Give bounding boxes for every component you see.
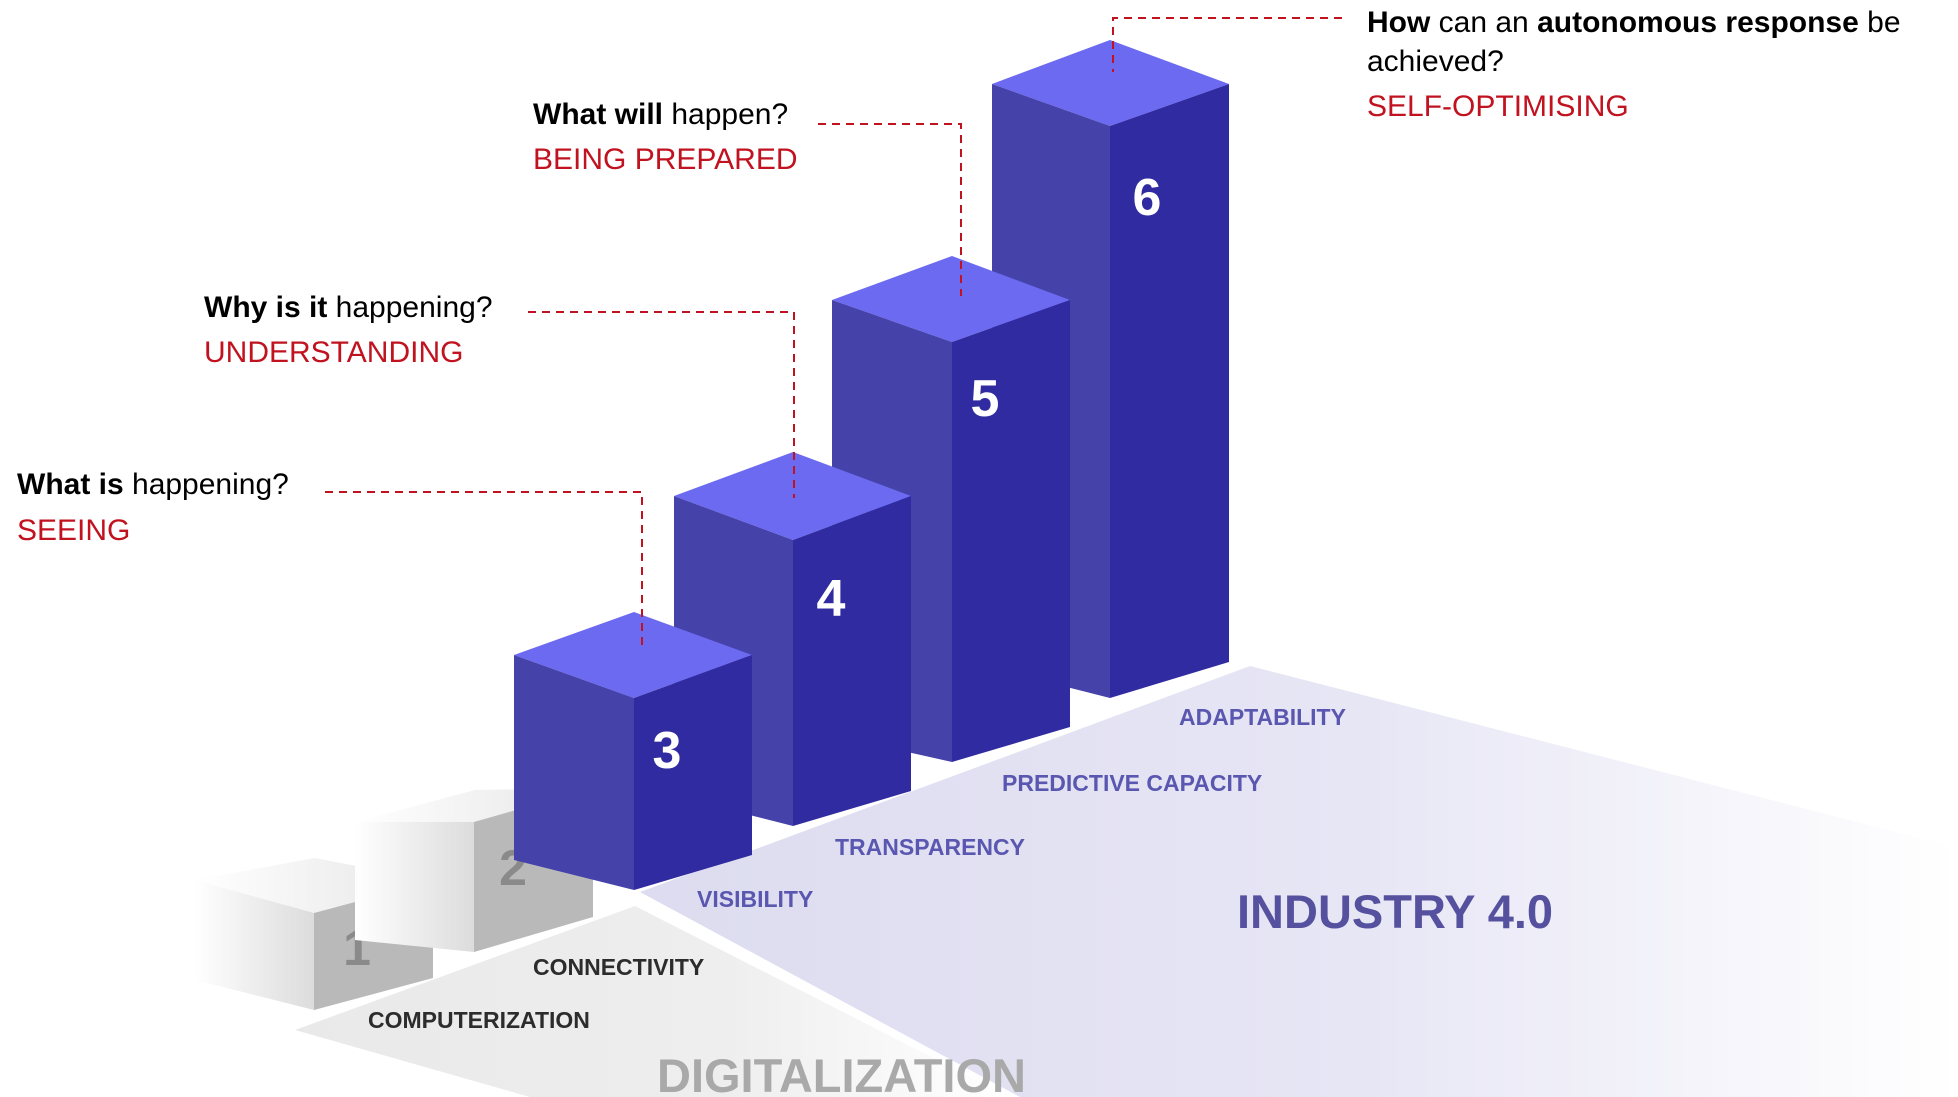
q6-part-0: How xyxy=(1367,6,1431,39)
q6-part-2: autonomous response xyxy=(1537,6,1859,39)
floor-label-visibility: VISIBILITY xyxy=(697,886,813,912)
stage-name-step-6: SELF-OPTIMISING xyxy=(1367,90,1629,123)
industry-floor xyxy=(640,666,1958,1097)
question-step-5-rest: happen? xyxy=(663,98,788,131)
question-step-5-bold: What will xyxy=(533,98,663,131)
leader-line-step-4 xyxy=(528,311,795,498)
question-step-4: Why is it happening? xyxy=(204,291,493,324)
zone-title-industry: INDUSTRY 4.0 xyxy=(1237,885,1553,938)
stage-name-step-4: UNDERSTANDING xyxy=(204,336,463,369)
stage-name-step-3: SEEING xyxy=(17,514,130,547)
question-step-4-bold: Why is it xyxy=(204,291,327,324)
question-step-4-rest: happening? xyxy=(327,291,492,324)
floor-label-transparency: TRANSPARENCY xyxy=(835,834,1025,860)
step-3-bar: 3 xyxy=(514,612,752,890)
floor-label-adaptability: ADAPTABILITY xyxy=(1179,704,1346,730)
q6-part-1: can an xyxy=(1430,6,1537,39)
digitalization-floor xyxy=(295,906,1010,1097)
question-step-3: What is happening? xyxy=(17,468,289,501)
stage-name-step-5: BEING PREPARED xyxy=(533,143,798,176)
step-5-number: 5 xyxy=(971,370,1000,428)
zone-title-digitalization: DIGITALIZATION xyxy=(657,1049,1026,1097)
question-step-3-rest: happening? xyxy=(124,468,289,501)
leader-line-step-3 xyxy=(325,491,643,650)
step-6-number: 6 xyxy=(1133,169,1162,227)
floor-label-computerization: COMPUTERIZATION xyxy=(368,1007,590,1033)
question-step-6-line-2: achieved? xyxy=(1367,45,1504,78)
step-4-number: 4 xyxy=(817,570,846,628)
leader-line-step-5 xyxy=(818,123,962,296)
floor-label-connectivity: CONNECTIVITY xyxy=(533,954,704,980)
question-step-5: What will happen? xyxy=(533,98,788,131)
floor-label-predictive-capacity: PREDICTIVE CAPACITY xyxy=(1002,770,1262,796)
leader-line-step-6 xyxy=(1112,17,1342,72)
q6-part-3: be xyxy=(1859,6,1901,39)
step-3-number: 3 xyxy=(653,722,682,780)
question-step-3-bold: What is xyxy=(17,468,124,501)
question-step-6-line-1: How can an autonomous response be xyxy=(1367,6,1901,39)
